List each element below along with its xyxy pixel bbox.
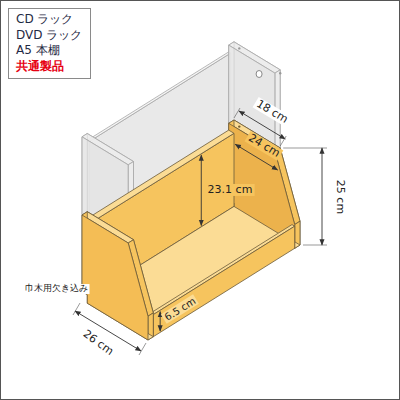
- extension-line: [283, 148, 327, 149]
- screw-mark: [238, 125, 240, 127]
- extension-line: [73, 303, 80, 315]
- dimension-lines: [73, 108, 327, 355]
- screw-mark: [279, 72, 281, 74]
- extension-line: [280, 136, 286, 146]
- hanging-hole: [256, 71, 262, 78]
- extension-line: [234, 108, 240, 118]
- extension-line: [139, 343, 146, 355]
- dimension-label: 23.1 cm: [206, 184, 255, 196]
- title-line: CD ラック: [16, 12, 83, 28]
- front-lip: [153, 226, 294, 337]
- title-line: 共通製品: [16, 59, 83, 75]
- title-line: DVD ラック: [16, 28, 83, 44]
- front-lip-top: [151, 225, 295, 315]
- dimension-label: 25 cm: [334, 178, 346, 216]
- note-label: 巾木用欠き込み: [23, 284, 90, 294]
- title-box: CD ラックDVD ラックA5 本棚共通製品: [8, 8, 91, 79]
- title-line: A5 本棚: [16, 43, 83, 59]
- dimension-25: [322, 148, 323, 245]
- dimension-23-1: [201, 155, 202, 225]
- screw-mark: [238, 47, 240, 49]
- ghost-back-board-top: [87, 52, 230, 142]
- lower-unit: [82, 120, 300, 340]
- back-board-top: [87, 130, 234, 222]
- extension-line: [303, 245, 327, 246]
- dimension-label: 26 cm: [79, 327, 117, 359]
